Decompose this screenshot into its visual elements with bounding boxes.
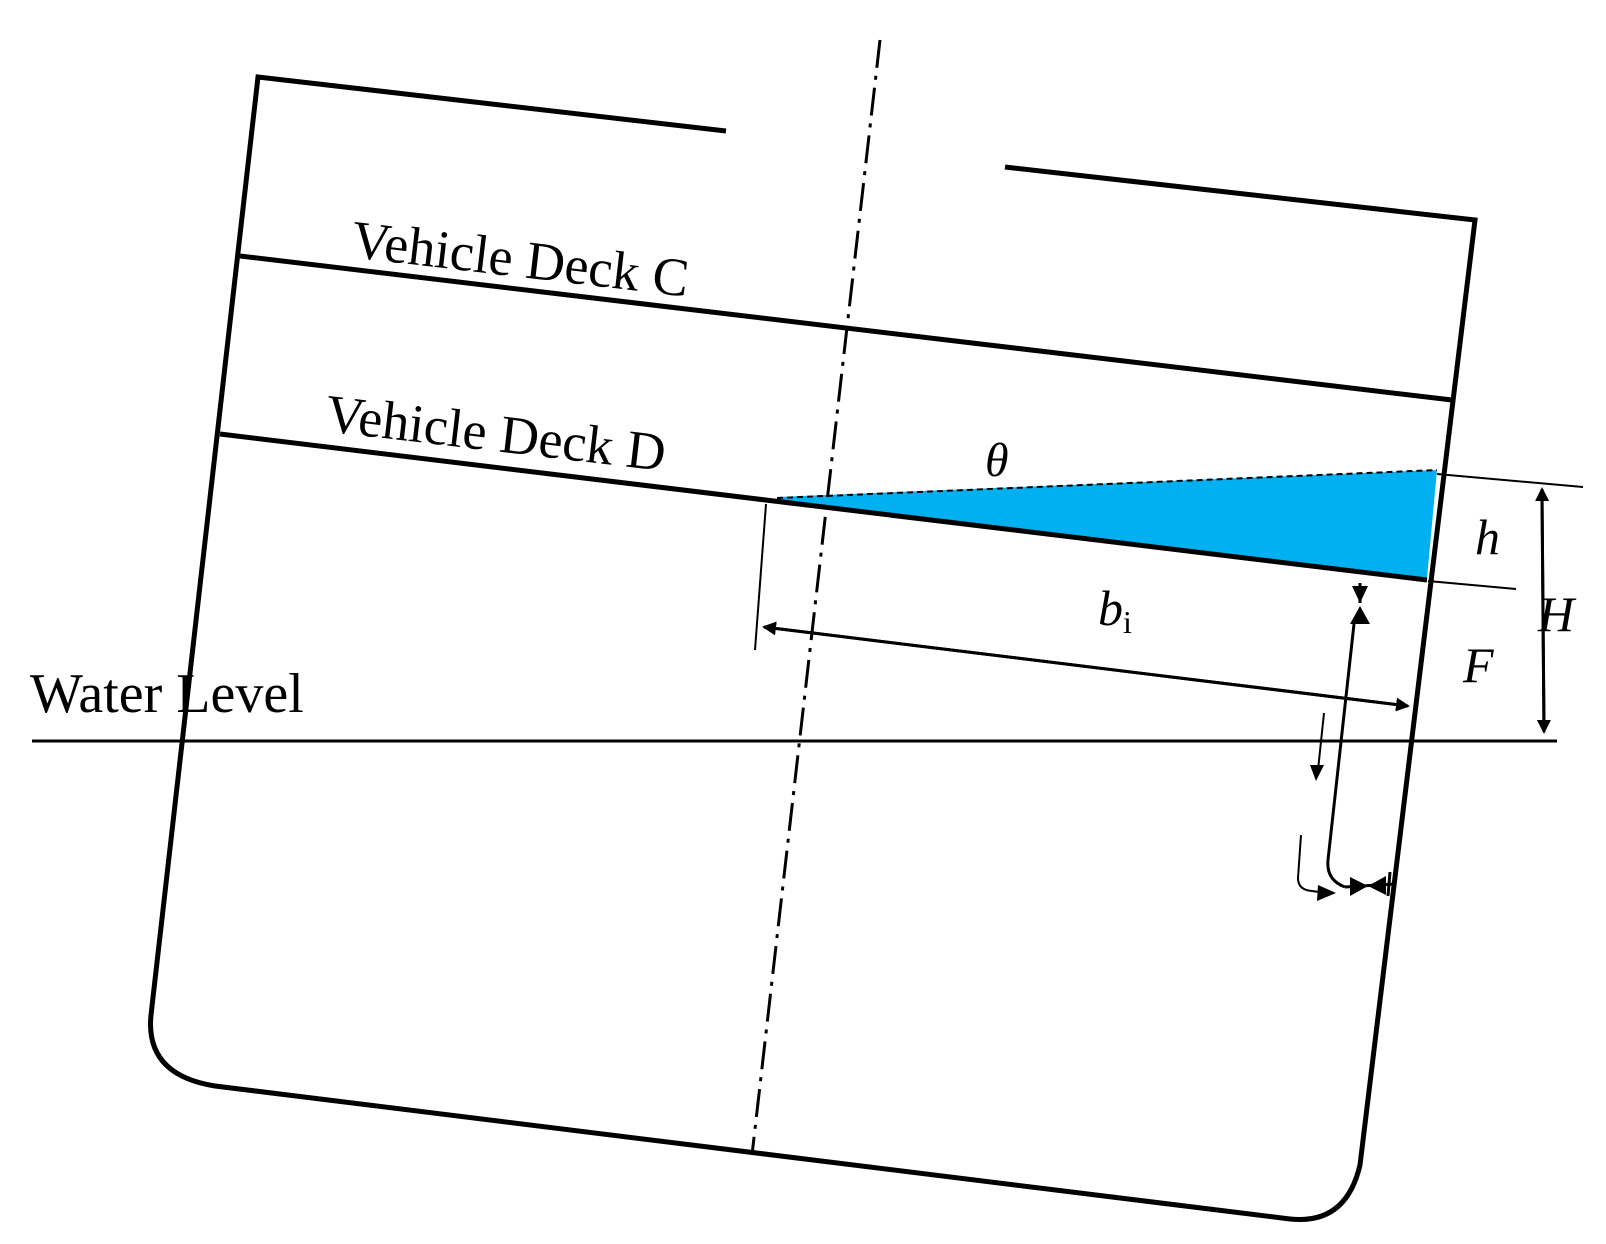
thickness-leader [1296, 834, 1327, 894]
h-top-extension [1436, 473, 1584, 488]
centerline [750, 39, 882, 1156]
H-dimension-arrow-down [1536, 499, 1551, 734]
bi-label: bi [1098, 580, 1132, 640]
free-surface-line [776, 469, 1438, 499]
F-label: F [1462, 637, 1494, 693]
hull-outline [148, 74, 1478, 1223]
F-leader-line [1326, 623, 1356, 889]
F-arrowhead-down [1352, 586, 1368, 603]
deck-c-label: Vehicle Deck C [349, 209, 693, 308]
thickness-arrowhead-b [1368, 876, 1386, 895]
water-tick-line [1317, 712, 1325, 771]
F-arrowhead-up [1350, 606, 1370, 624]
water-level-label: Water Level [30, 663, 304, 725]
h-bottom-extension [1427, 580, 1517, 590]
H-label: H [1537, 586, 1577, 642]
thickness-end-tick [1386, 871, 1392, 897]
bi-dimension-arrow-right [763, 625, 1410, 712]
deck-d-line [219, 431, 1428, 583]
thickness-arrowhead-left [1317, 885, 1336, 901]
thickness-arrowhead-a [1350, 877, 1368, 896]
bi-label-main: b [1098, 580, 1123, 636]
theta-label: θ [985, 434, 1009, 487]
h-label: h [1475, 509, 1500, 565]
floodwater-wedge [777, 470, 1437, 578]
bi-left-extension [754, 503, 767, 651]
bi-label-subscript: i [1123, 604, 1132, 640]
water-tick-arrowhead [1310, 765, 1324, 781]
